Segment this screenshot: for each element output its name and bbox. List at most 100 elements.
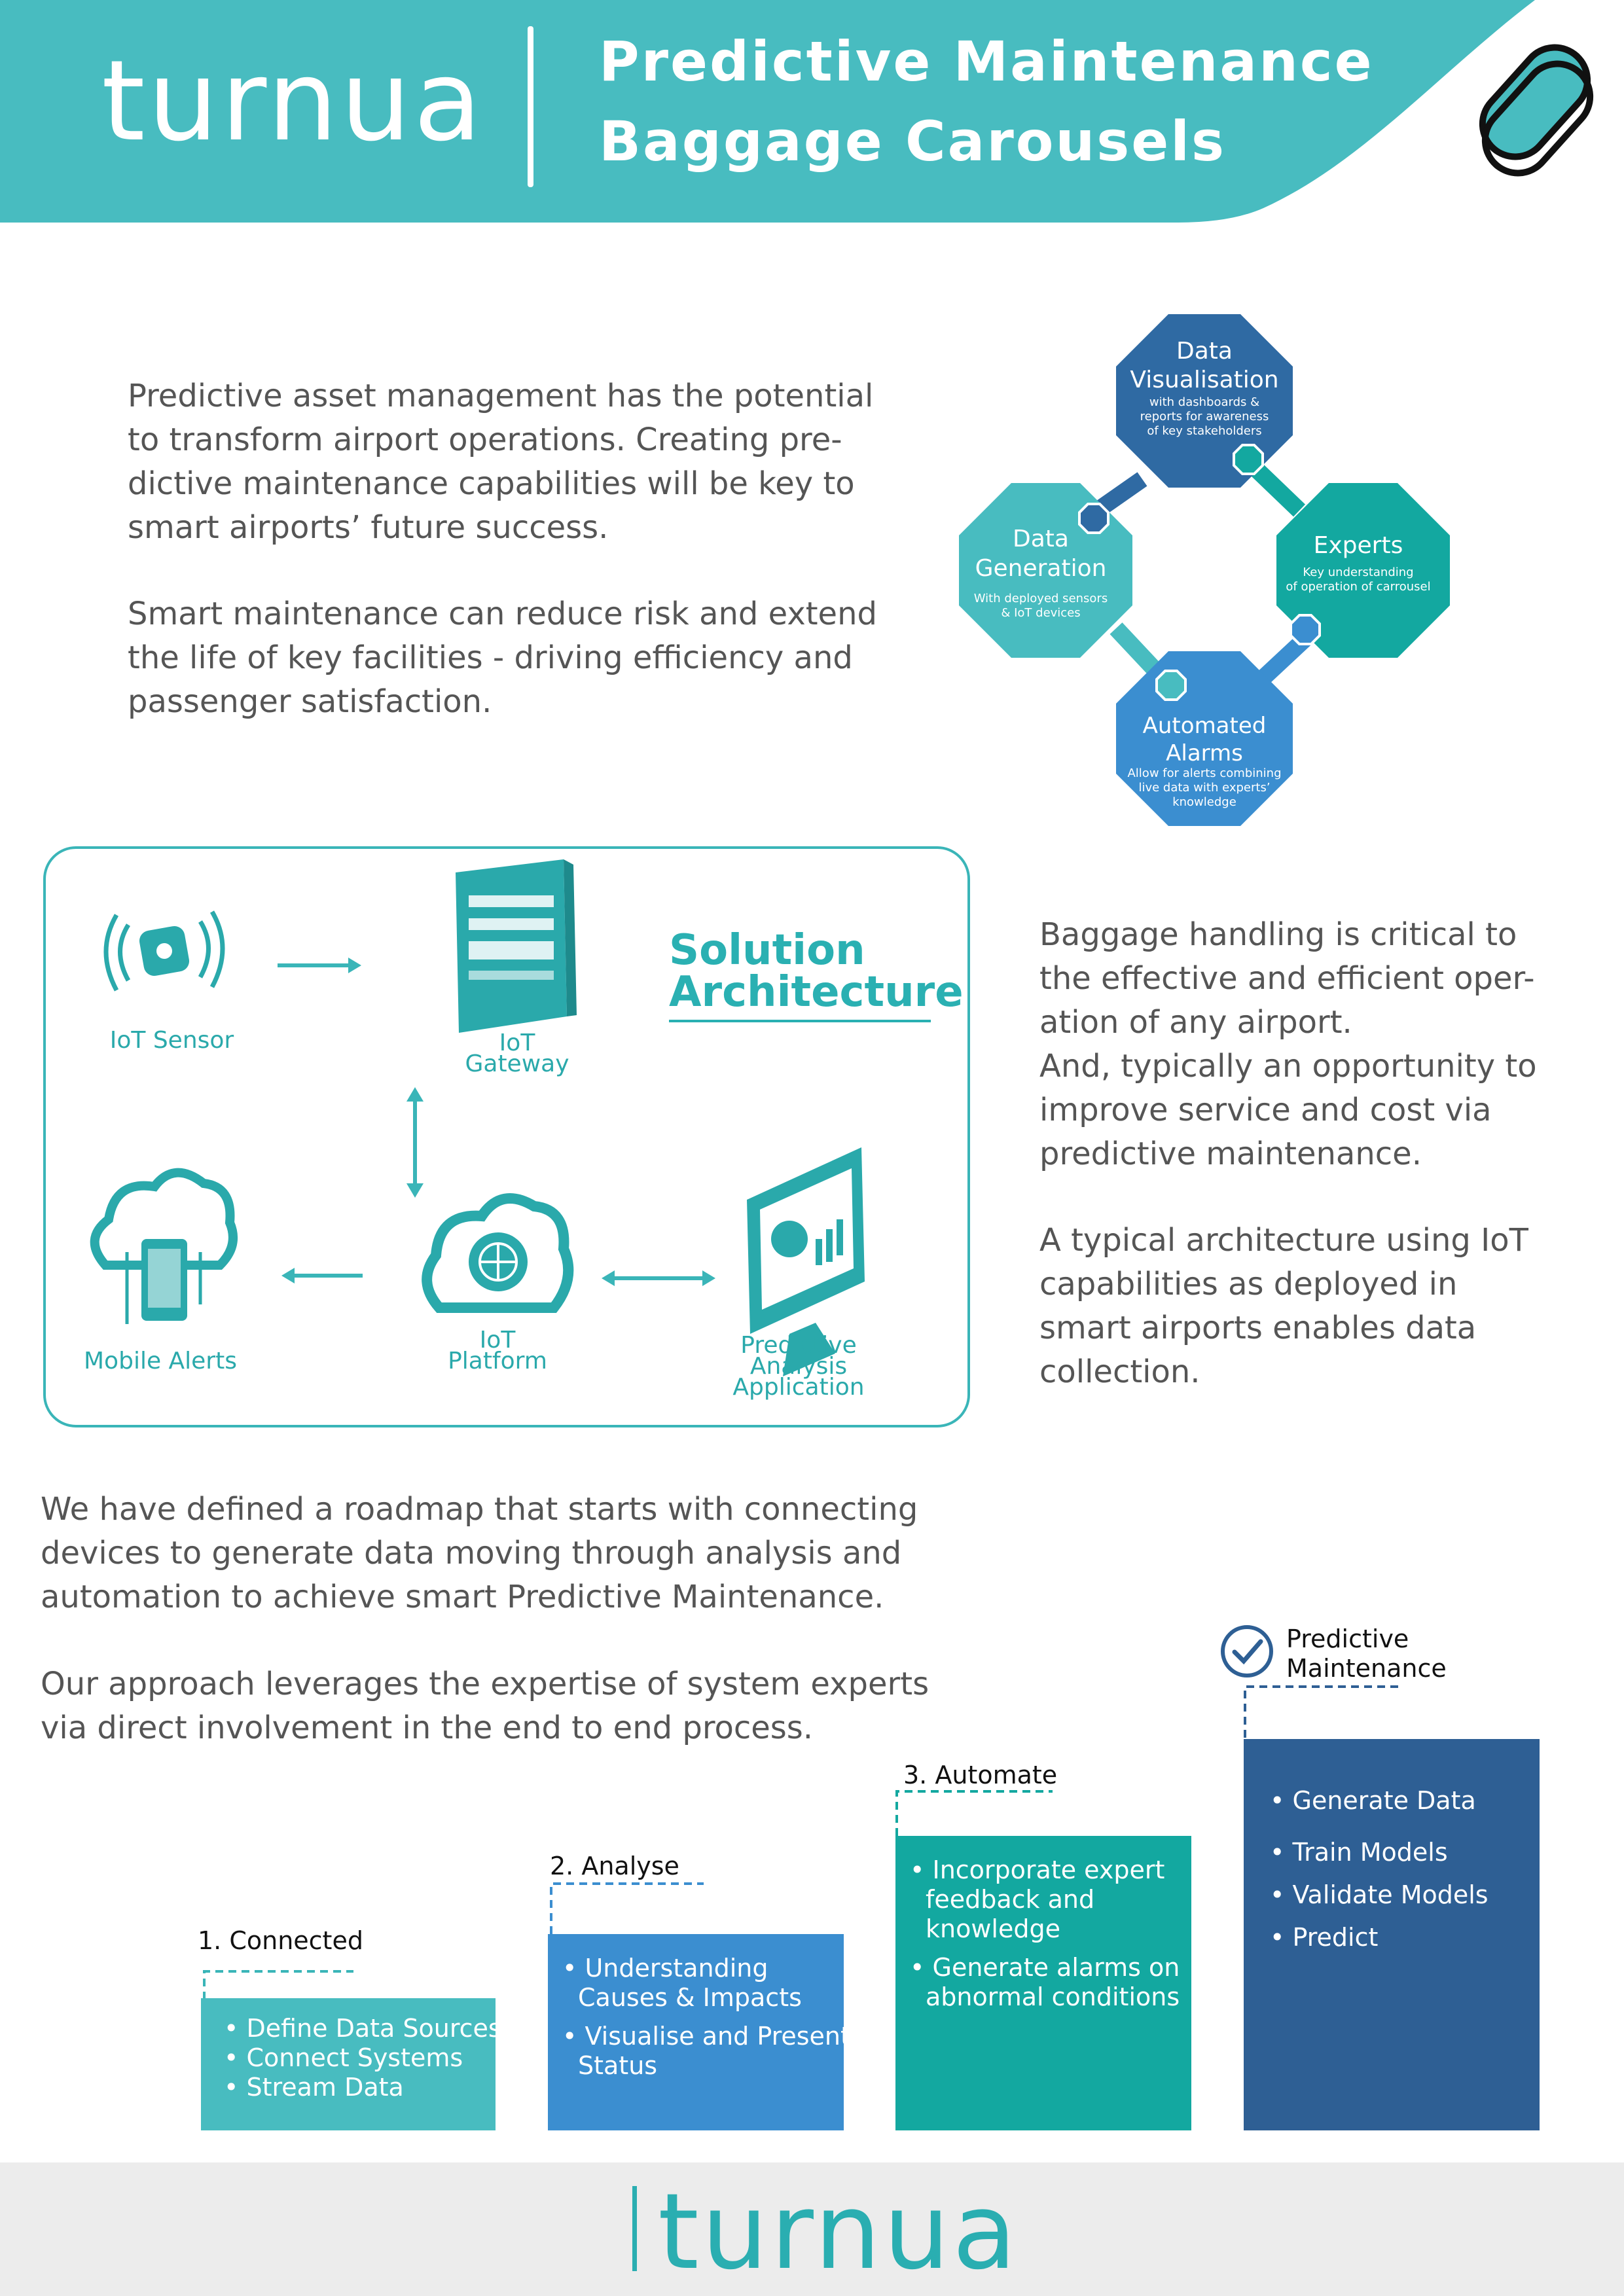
connector-node [1290, 614, 1321, 645]
step-item: • Incorporate expert feedback and knowle… [910, 1856, 1191, 1944]
cycle-title: Alarms [1166, 740, 1243, 766]
item-line: knowledge [926, 1914, 1060, 1943]
step-item: • Define Data Sources [224, 2014, 501, 2043]
arrow-right-icon [278, 958, 361, 973]
mobile-alerts-label: Mobile Alerts [84, 1348, 237, 1374]
predictive-analysis-label: Predictive Analysis Application [720, 1332, 877, 1401]
item-line: • Generate alarms on [910, 1953, 1180, 1982]
baggage-line: Baggage handling is critical to [1039, 916, 1517, 953]
intro-line: Predictive asset management has the pote… [128, 378, 874, 414]
cycle-desc: reports for awareness [1140, 410, 1269, 423]
label-line: Platform [448, 1348, 547, 1374]
label-line: IoT [479, 1327, 516, 1354]
cycle-desc: With deployed sensors [974, 592, 1108, 605]
item-line: • Visualise and Present [562, 2022, 850, 2051]
architecture-diagram: 00540 [90, 859, 865, 1376]
connector-node [1233, 444, 1264, 475]
step-item: • Connect Systems [224, 2043, 463, 2072]
label-line: Analysis [749, 1353, 848, 1380]
step-item: • Predict [1270, 1923, 1379, 1952]
item-line: • Understanding [562, 1954, 768, 1982]
connector-node [1078, 503, 1110, 534]
step-item: • Stream Data [224, 2073, 404, 2102]
item-line: feedback and [926, 1885, 1095, 1914]
cycle-title: Generation [975, 555, 1107, 582]
intro-paragraph-2: Smart maintenance can reduce risk and ex… [128, 592, 877, 724]
cycle-title: Data [1176, 338, 1233, 365]
cycle-desc: of operation of carrousel [1286, 580, 1430, 594]
baggage-line: capabilities as deployed in [1039, 1266, 1458, 1302]
intro-line: Smart maintenance can reduce risk and ex… [128, 596, 877, 632]
cycle-desc: of key stakeholders [1147, 424, 1261, 438]
baggage-line: predictive maintenance. [1039, 1136, 1422, 1172]
baggage-line: ation of any airport. [1039, 1004, 1352, 1041]
turnua-brand-mark-icon [1479, 44, 1594, 177]
baggage-paragraph-2: A typical architecture using IoT capabil… [1039, 1219, 1528, 1394]
label-line: Predictive [740, 1332, 857, 1359]
header-title-line1: Predictive Maintenance [599, 29, 1374, 94]
intro-paragraph: Predictive asset management has the pote… [128, 374, 873, 550]
mobile-alerts-icon [90, 1168, 238, 1324]
iot-gateway-label: IoT Gateway [445, 1030, 589, 1077]
iot-platform-cloud-icon [422, 1193, 574, 1313]
label-line: Predictive [1286, 1624, 1409, 1653]
baggage-line: improve service and cost via [1039, 1092, 1492, 1128]
arrow-left-icon [281, 1268, 363, 1283]
step-item: • Validate Models [1270, 1880, 1489, 1909]
roadmap-line: devices to generate data moving through … [41, 1535, 902, 1571]
arrow-left-right-icon [602, 1270, 715, 1286]
baggage-line: collection. [1039, 1354, 1200, 1390]
roadmap-paragraph: We have defined a roadmap that starts wi… [41, 1488, 918, 1619]
cycle-desc: knowledge [1172, 795, 1236, 809]
iot-sensor-label: IoT Sensor [109, 1027, 234, 1054]
step-predictive-label: Predictive Maintenance [1286, 1624, 1447, 1683]
cycle-title: Experts [1314, 532, 1403, 559]
header-banner [0, 0, 1535, 223]
step-item: • Visualise and Present Status [562, 2022, 850, 2081]
checkmark-circle-icon [1221, 1625, 1273, 1677]
connector-node [1155, 670, 1187, 701]
step-predictive-box: • Generate Data • Train Models • Validat… [1244, 1739, 1540, 2130]
label-line: Application [732, 1374, 865, 1401]
cycle-desc: live data with experts’ [1138, 781, 1270, 795]
iot-sensor-icon [103, 910, 225, 992]
header-divider [528, 26, 533, 187]
step-connected-label: 1. Connected [198, 1926, 363, 1955]
footer-logo-bar [632, 2186, 637, 2271]
step-item: • Generate alarms on abnormal conditions [910, 1953, 1191, 2012]
solution-architecture-panel [43, 846, 970, 1427]
footer-bar [0, 2162, 1624, 2296]
intro-line: dictive maintenance capabilities will be… [128, 465, 855, 502]
cycle-desc: & IoT devices [1001, 606, 1080, 620]
roadmap-line: Our approach leverages the expertise of … [41, 1666, 929, 1702]
step-analyse-box: • Understanding Causes & Impacts • Visua… [548, 1934, 850, 2130]
label-line: Maintenance [1286, 1654, 1447, 1683]
roadmap-line: via direct involvement in the end to end… [41, 1710, 814, 1746]
intro-line: to transform airport operations. Creatin… [128, 422, 842, 458]
baggage-line: And, typically an opportunity to [1039, 1048, 1537, 1085]
header-title-line2: Baggage Carousels [599, 109, 1227, 173]
item-line: Causes & Impacts [578, 1983, 802, 2012]
title-line: Solution [669, 926, 865, 975]
baggage-paragraph: Baggage handling is critical to the effe… [1039, 913, 1537, 1176]
title-underline [669, 1020, 931, 1022]
baggage-line: the effective and efficient oper- [1039, 960, 1535, 997]
experts-octagon [1276, 483, 1450, 658]
cycle-title: Data [1013, 526, 1069, 552]
label-line: Gateway [465, 1050, 569, 1077]
cycle-desc: with dashboards & [1149, 395, 1259, 409]
predictive-analysis-monitor-icon: 00540 [747, 1147, 865, 1376]
item-line: Status [578, 2051, 658, 2080]
label-line: IoT [499, 1030, 535, 1056]
header-logo: turnua [101, 37, 484, 166]
solution-architecture-title: Solution Architecture [669, 929, 964, 1013]
step-item: • Train Models [1270, 1838, 1448, 1867]
intro-line: passenger satisfaction. [128, 683, 492, 720]
cycle-desc: Key understanding [1303, 565, 1413, 579]
roadmap-line: We have defined a roadmap that starts wi… [41, 1491, 918, 1528]
footer-logo: turnua [658, 2170, 1019, 2293]
item-line: • Incorporate expert [910, 1856, 1165, 1884]
step-analyse-label: 2. Analyse [550, 1852, 679, 1880]
cycle-title: Automated [1143, 713, 1267, 739]
iot-gateway-icon [456, 859, 577, 1033]
